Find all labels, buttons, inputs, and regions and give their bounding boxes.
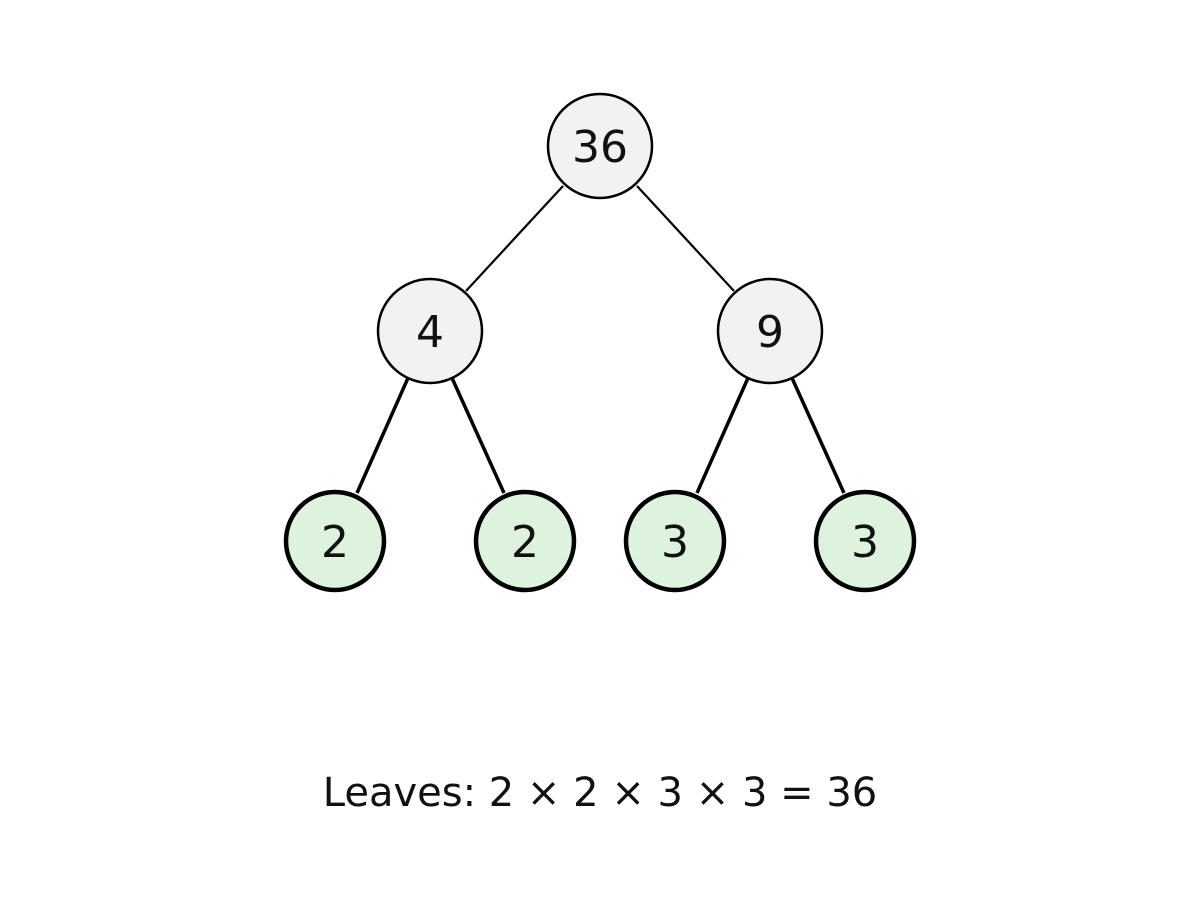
leaf-node-2: 2	[473, 489, 577, 593]
leaf-node-3: 3	[623, 489, 727, 593]
node-right: 9	[716, 277, 824, 385]
edge-root-to-left	[465, 185, 564, 292]
node-root-label: 36	[572, 122, 628, 173]
edge-left-to-leaf-2	[450, 377, 506, 494]
leaf-node-1: 2	[283, 489, 387, 593]
leaves-product-caption: Leaves: 2 × 2 × 3 × 3 = 36	[322, 770, 878, 816]
leaf-node-3-label: 3	[661, 517, 689, 568]
leaf-node-1-label: 2	[321, 517, 349, 568]
leaf-node-4: 3	[813, 489, 917, 593]
edge-right-to-leaf-3	[695, 377, 750, 494]
node-left: 4	[376, 277, 484, 385]
leaf-node-4-label: 3	[851, 517, 879, 568]
node-right-label: 9	[756, 307, 784, 358]
node-left-label: 4	[416, 307, 444, 358]
edge-left-to-leaf-1	[355, 377, 410, 494]
leaf-node-2-label: 2	[511, 517, 539, 568]
node-root: 36	[546, 92, 654, 200]
edge-root-to-right	[636, 185, 735, 292]
edge-right-to-leaf-4	[790, 377, 846, 494]
